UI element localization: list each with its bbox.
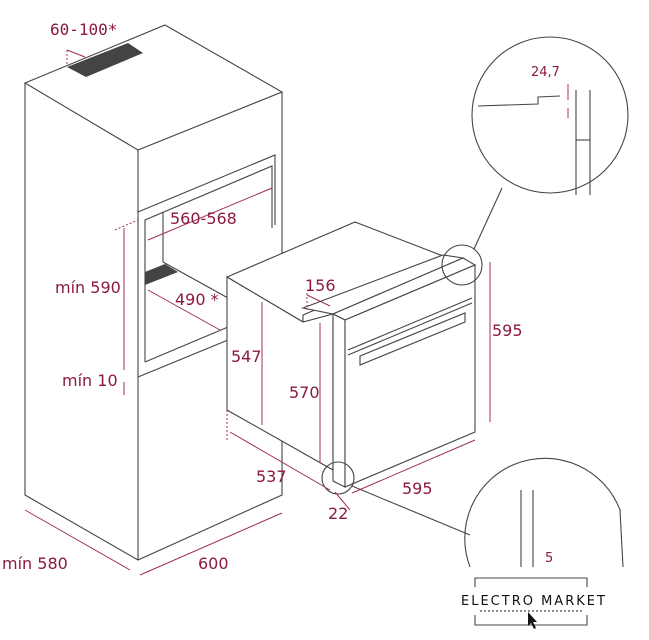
label-oven-step: 156 <box>305 276 336 295</box>
label-niche-width: 560-568 <box>170 209 237 228</box>
label-gap-below: mín 10 <box>62 371 118 390</box>
dimension-lines <box>24 49 491 576</box>
logo-title: ELECTRO MARKET <box>461 594 607 609</box>
label-vent-gap: 60-100* <box>50 20 117 39</box>
label-cabinet-width: 600 <box>198 554 229 573</box>
detail-callouts <box>321 36 629 568</box>
label-oven-width: 595 <box>402 479 433 498</box>
label-oven-front-height: 570 <box>289 383 320 402</box>
oven-handle <box>359 312 466 366</box>
label-oven-height: 595 <box>492 321 523 340</box>
label-niche-depth: 490 * <box>175 290 219 309</box>
label-oven-body-height: 547 <box>231 347 262 366</box>
label-detail-top: 24,7 <box>531 65 560 80</box>
vent-opening <box>67 43 143 77</box>
label-cabinet-depth: mín 580 <box>2 554 68 573</box>
niche-vent <box>145 264 178 285</box>
label-oven-depth: 537 <box>256 467 287 486</box>
label-niche-height: mín 590 <box>55 278 121 297</box>
cabinet <box>23 24 284 561</box>
electro-market-logo: ELECTRO MARKET <box>461 577 607 629</box>
oven <box>225 221 477 488</box>
cursor-icon <box>528 612 537 629</box>
label-detail-bottom: 5 <box>545 551 553 566</box>
label-door-thickness: 22 <box>328 504 348 523</box>
